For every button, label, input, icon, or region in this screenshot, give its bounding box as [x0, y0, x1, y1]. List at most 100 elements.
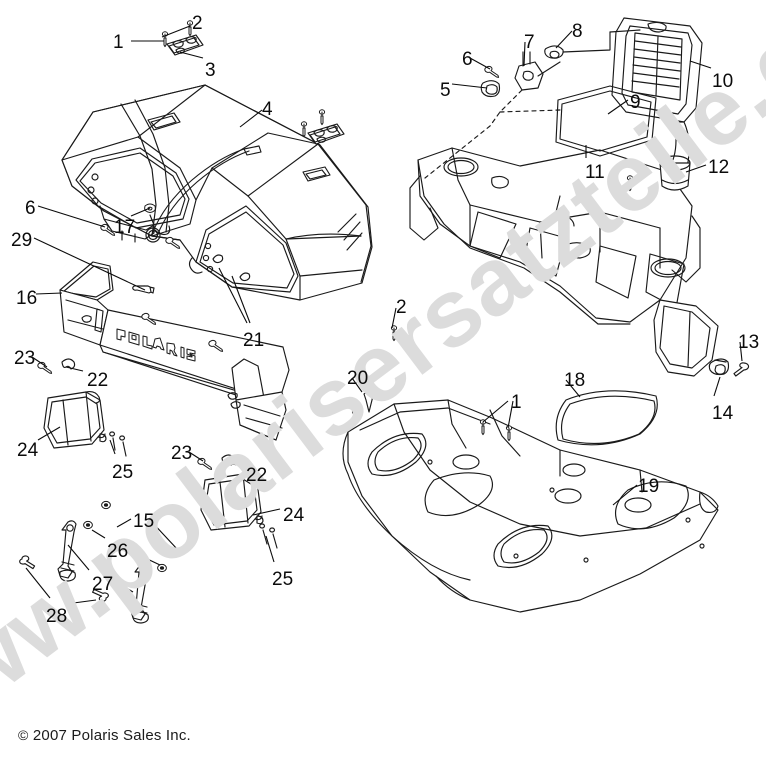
latch-rod-upper-part [57, 520, 77, 582]
callout-number-6: 6 [25, 198, 36, 219]
rear-fender-part [653, 299, 719, 377]
callout-number-20: 20 [347, 368, 369, 389]
leader-line-15 [116, 518, 132, 528]
screw-28a [19, 555, 36, 570]
leader-line-8 [555, 30, 573, 49]
callout-number-27: 27 [92, 574, 114, 595]
callout-number-1: 1 [113, 32, 124, 53]
leader-line-3 [179, 51, 204, 59]
leader-line-26 [123, 547, 161, 566]
leader-line-16 [35, 292, 63, 295]
callout-number-22: 22 [246, 465, 268, 486]
washer-15 [101, 500, 111, 510]
leader-line-18 [565, 379, 581, 398]
leader-line-25 [265, 535, 275, 563]
leader-line-13 [739, 341, 743, 362]
leader-line-12 [685, 164, 707, 173]
callout-number-8: 8 [572, 21, 583, 42]
callout-number-17: 17 [114, 217, 136, 238]
grille-part [611, 17, 703, 183]
leader-line-25 [109, 439, 116, 455]
screw-1-floor-c [351, 409, 359, 426]
leader-line-5 [451, 83, 488, 89]
callout-number-15: 15 [133, 511, 155, 532]
callout-number-18: 18 [564, 370, 586, 391]
leader-line-6 [469, 57, 491, 70]
callout-number-21: 21 [243, 330, 265, 351]
callout-number-2: 2 [396, 297, 407, 318]
callout-number-7: 7 [524, 32, 535, 53]
leader-line-22 [225, 462, 244, 467]
callout-number-3: 3 [205, 60, 216, 81]
filler-cap-part [659, 155, 691, 191]
copyright-symbol: © [18, 727, 29, 743]
leader-line-27 [67, 544, 90, 571]
washer-26 [83, 520, 93, 530]
copyright-text: 2007 Polaris Sales Inc. [32, 727, 191, 744]
callout-number-25: 25 [272, 569, 294, 590]
leader-line-21 [218, 267, 248, 324]
leader-line-2 [161, 25, 191, 38]
latch-rod-lower-part [130, 562, 150, 624]
callout-number-25: 25 [112, 462, 134, 483]
clip-14-part [708, 358, 730, 376]
callout-number-11: 11 [585, 162, 605, 183]
leader-line-20 [351, 377, 363, 393]
screw-13-part [733, 362, 750, 377]
leader-line-2 [391, 307, 397, 329]
callout-leader-lines [25, 25, 743, 605]
leader-line-10 [689, 60, 712, 69]
callout-number-24: 24 [17, 440, 39, 461]
screw-28b [92, 588, 109, 602]
floor-panel-part [342, 399, 719, 613]
leader-line-17 [130, 207, 151, 217]
front-bumper-part [59, 261, 290, 441]
leader-line-23 [188, 451, 204, 462]
leader-line-27 [109, 577, 134, 593]
leader-line-23 [31, 356, 48, 368]
hood-latch-part-right [307, 123, 345, 145]
callout-number-12: 12 [708, 157, 730, 178]
callout-number-13: 13 [738, 332, 760, 353]
callout-number-24: 24 [283, 505, 305, 526]
washer-26b [157, 563, 167, 573]
copyright-notice: © 2007 Polaris Sales Inc. [18, 727, 191, 744]
callout-number-23: 23 [14, 348, 36, 369]
callout-number-10: 10 [712, 71, 734, 92]
headlight-right-part [200, 472, 264, 531]
callout-number-6: 6 [462, 49, 473, 70]
leader-line-21 [231, 275, 251, 324]
leader-line-15 [149, 519, 179, 551]
callout-number-9: 9 [630, 92, 641, 113]
callout-number-22: 22 [87, 370, 109, 391]
access-cover-part [555, 390, 658, 446]
callout-number-28: 28 [46, 606, 68, 627]
callout-number-26: 26 [107, 541, 129, 562]
callout-number-16: 16 [16, 288, 38, 309]
hood-latch-part [166, 34, 204, 56]
callout-number-23: 23 [171, 443, 193, 464]
leader-line-1 [482, 400, 509, 423]
callout-number-29: 29 [11, 230, 33, 251]
leader-line-26 [91, 529, 106, 539]
callout-number-2: 2 [192, 13, 203, 34]
callout-number-4: 4 [262, 99, 273, 120]
leader-line-1 [507, 400, 514, 429]
leader-line-22 [65, 366, 84, 372]
hood-hinge-hardware [424, 29, 641, 179]
dash-console-part [409, 147, 701, 325]
callout-number-14: 14 [712, 403, 734, 424]
leader-line-4 [239, 109, 263, 128]
hood-part [61, 84, 373, 301]
leader-line-24 [252, 508, 281, 516]
leader-line-14 [713, 376, 721, 397]
grille-seal-part [555, 85, 657, 157]
leader-line-7 [523, 41, 526, 67]
callout-number-19: 19 [638, 476, 660, 497]
leader-line-28 [25, 567, 51, 599]
leader-line-29 [33, 237, 146, 291]
headlight-left-part [43, 390, 107, 449]
leader-line-6 [37, 205, 106, 228]
